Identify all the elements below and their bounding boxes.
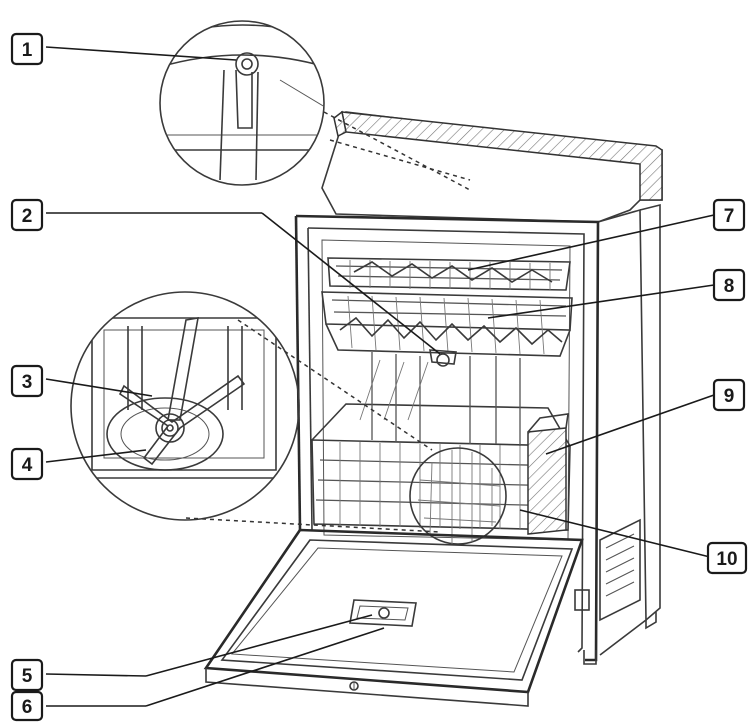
svg-text:8: 8 bbox=[724, 276, 735, 297]
upper-cutlery-tray bbox=[327, 257, 571, 291]
svg-text:9: 9 bbox=[724, 386, 735, 407]
callout-4: 4 bbox=[10, 447, 44, 481]
lower-spray-arm-detail-circle bbox=[70, 291, 300, 521]
lower-rack bbox=[311, 352, 571, 535]
top-detail-circle bbox=[159, 20, 325, 186]
detergent-dispenser bbox=[349, 599, 417, 627]
dishwasher-door bbox=[203, 528, 584, 707]
upper-rack bbox=[321, 291, 573, 367]
svg-text:5: 5 bbox=[22, 666, 33, 687]
filter-zoom-circle bbox=[409, 447, 507, 545]
svg-text:6: 6 bbox=[22, 697, 33, 718]
callout-2: 2 bbox=[10, 198, 44, 232]
svg-text:2: 2 bbox=[22, 206, 33, 227]
cutlery-basket bbox=[527, 427, 567, 535]
svg-text:3: 3 bbox=[22, 372, 33, 393]
callout-8: 8 bbox=[712, 268, 746, 302]
dishwasher-body bbox=[294, 110, 663, 665]
svg-text:7: 7 bbox=[724, 206, 735, 227]
callout-6: 6 bbox=[10, 690, 44, 722]
svg-text:10: 10 bbox=[716, 549, 737, 570]
callout-3: 3 bbox=[10, 364, 44, 398]
callout-7: 7 bbox=[712, 198, 746, 232]
leader-lines bbox=[45, 46, 715, 707]
callout-5: 5 bbox=[10, 658, 44, 692]
callout-1: 1 bbox=[10, 32, 44, 66]
top-mounting-bracket bbox=[333, 110, 663, 201]
svg-text:1: 1 bbox=[22, 40, 33, 61]
callout-10: 10 bbox=[706, 541, 748, 575]
svg-text:4: 4 bbox=[22, 455, 33, 476]
callout-9: 9 bbox=[712, 378, 746, 412]
upper-spray-arm bbox=[429, 349, 457, 365]
